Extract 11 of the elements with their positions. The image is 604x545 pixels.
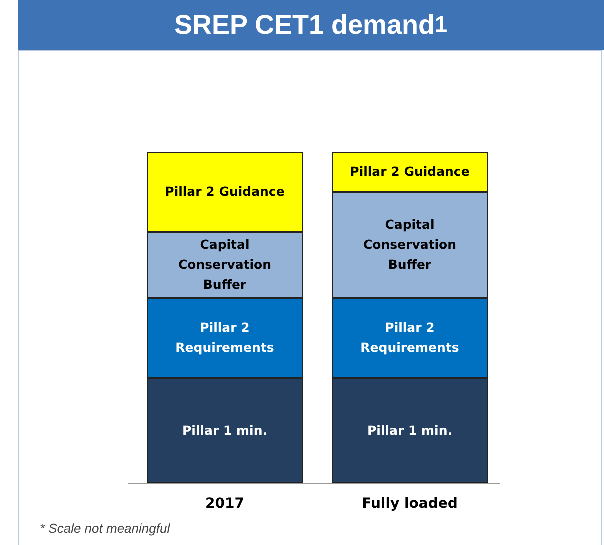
bar-segment: Capital Conservation Buffer [332, 192, 488, 298]
axis-label: Fully loaded [361, 496, 459, 512]
bar-segment: Pillar 1 min. [332, 378, 488, 483]
bar-segment: Capital Conservation Buffer [147, 232, 303, 298]
bar-segment: Pillar 2 Guidance [147, 152, 303, 232]
bar-segment: Pillar 2 Guidance [332, 152, 488, 192]
bar-segment: Pillar 1 min. [147, 378, 303, 483]
bar-segment: Pillar 2 Requirements [147, 298, 303, 378]
footnote: * Scale not meaningful [40, 521, 170, 536]
axis-label: 2017 [204, 496, 246, 512]
bar-segment: Pillar 2 Requirements [332, 298, 488, 378]
